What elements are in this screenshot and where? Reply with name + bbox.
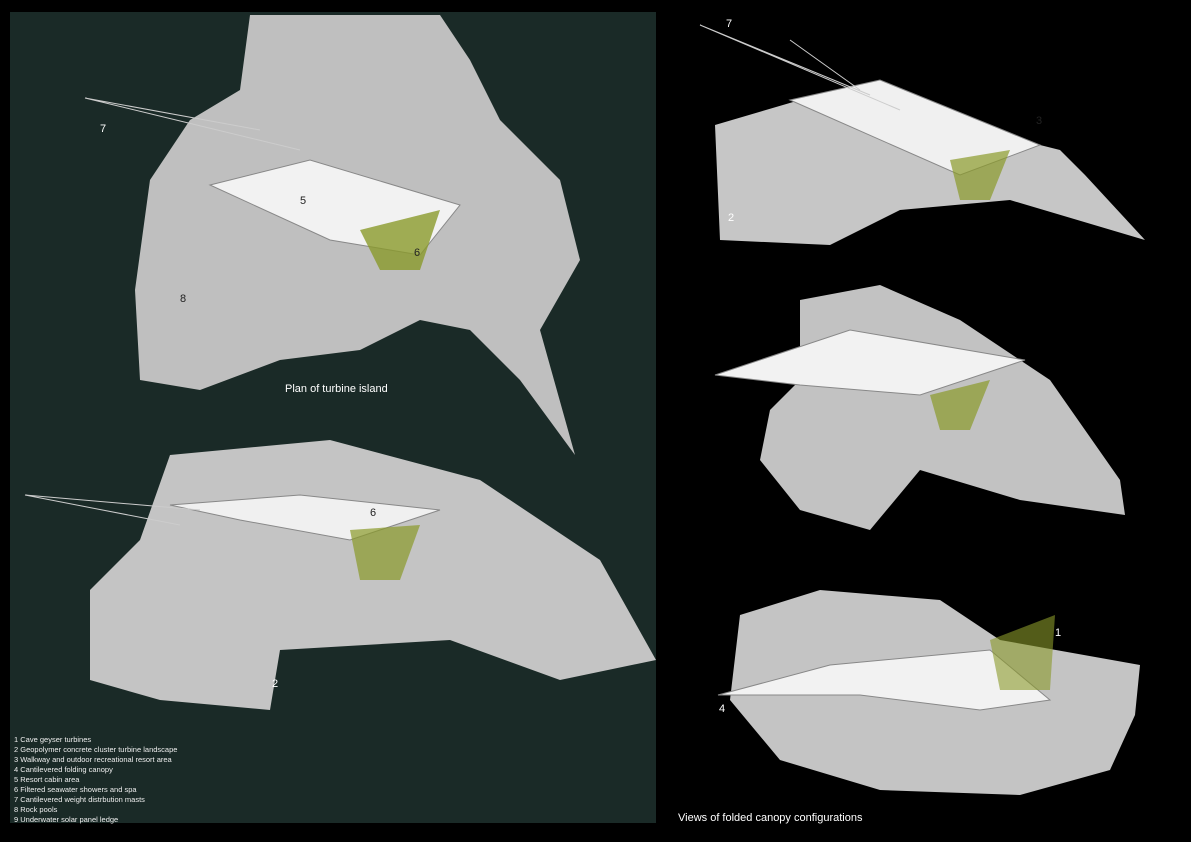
view-1-render: [699, 24, 1145, 245]
marker-6: 6: [414, 247, 421, 259]
view-2-render: [714, 285, 1125, 530]
plan-caption: Plan of turbine island: [285, 383, 388, 395]
marker-7: 7: [100, 123, 107, 135]
legend: 1 Cave geyser turbines 2 Geopolymer conc…: [14, 735, 177, 825]
legend-item: 9 Underwater solar panel ledge: [14, 815, 119, 824]
view-3-render: [717, 590, 1140, 795]
marker-2: 2: [272, 678, 279, 690]
marker-2: 2: [728, 212, 735, 224]
legend-item: 3 Walkway and outdoor recreational resor…: [14, 755, 172, 764]
legend-item: 6 Filtered seawater showers and spa: [14, 785, 137, 794]
legend-item: 5 Resort cabin area: [14, 775, 80, 784]
legend-item: 2 Geopolymer concrete cluster turbine la…: [14, 745, 178, 754]
marker-1: 1: [1055, 627, 1062, 639]
legend-item: 4 Cantilevered folding canopy: [14, 765, 113, 774]
marker-8: 8: [180, 293, 187, 305]
plan-render: [84, 15, 580, 455]
marker-4: 4: [719, 703, 726, 715]
marker-7: 7: [726, 18, 733, 30]
legend-item: 1 Cave geyser turbines: [14, 735, 92, 744]
marker-5: 5: [300, 195, 307, 207]
views-caption: Views of folded canopy configurations: [678, 812, 863, 824]
legend-item: 8 Rock pools: [14, 805, 58, 814]
marker-6: 6: [370, 507, 377, 519]
section-render: [24, 440, 656, 710]
marker-3: 3: [1036, 115, 1043, 127]
legend-item: 7 Cantilevered weight distrbution masts: [14, 795, 145, 804]
